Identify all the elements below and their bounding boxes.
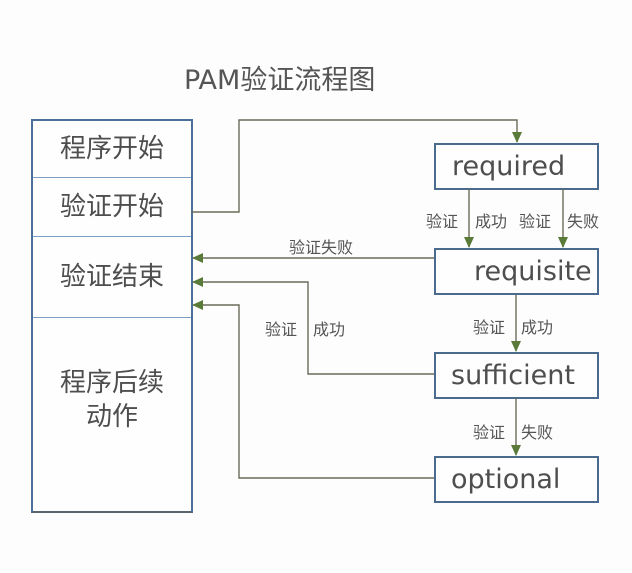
box-required-label: required xyxy=(452,151,566,182)
label-sufficient-fail-result: 失败 xyxy=(521,423,554,442)
box-optional: optional xyxy=(434,456,599,503)
label-requisite-fail: 验证失败 xyxy=(289,238,354,257)
edge-auth-start-to-required xyxy=(191,119,522,213)
label-required-success-verify: 验证 xyxy=(426,212,459,231)
label-requisite-success-result: 成功 xyxy=(521,318,554,337)
cell-auth-start: 验证开始 xyxy=(33,178,191,237)
edge-sufficient-success xyxy=(192,277,434,375)
cell-auth-end-label: 验证结束 xyxy=(59,262,164,292)
box-required: required xyxy=(434,143,599,190)
box-requisite-label: requisite xyxy=(474,256,592,287)
label-required-success-result: 成功 xyxy=(475,212,508,231)
cell-program-followup-label: 程序后续动作 xyxy=(59,367,164,432)
label-sufficient-success-result: 成功 xyxy=(313,320,346,339)
box-optional-label: optional xyxy=(451,464,561,495)
program-flow-panel: 程序开始 验证开始 验证结束 程序后续动作 xyxy=(31,119,193,513)
box-sufficient-label: sufficient xyxy=(451,360,575,391)
cell-program-start: 程序开始 xyxy=(33,121,191,178)
box-requisite: requisite xyxy=(434,248,599,295)
cell-auth-start-label: 验证开始 xyxy=(59,192,164,222)
label-requisite-success-verify: 验证 xyxy=(473,318,506,337)
box-sufficient: sufficient xyxy=(434,352,599,399)
label-required-fail-verify: 验证 xyxy=(519,212,552,231)
cell-program-followup: 程序后续动作 xyxy=(33,318,191,511)
edge-optional-return xyxy=(192,300,434,479)
cell-program-start-label: 程序开始 xyxy=(59,134,164,164)
label-required-fail-result: 失败 xyxy=(567,212,600,231)
label-sufficient-success-verify: 验证 xyxy=(265,320,298,339)
label-sufficient-fail-verify: 验证 xyxy=(473,423,506,442)
cell-auth-end: 验证结束 xyxy=(33,237,191,318)
diagram-title: PAM验证流程图 xyxy=(184,65,376,96)
